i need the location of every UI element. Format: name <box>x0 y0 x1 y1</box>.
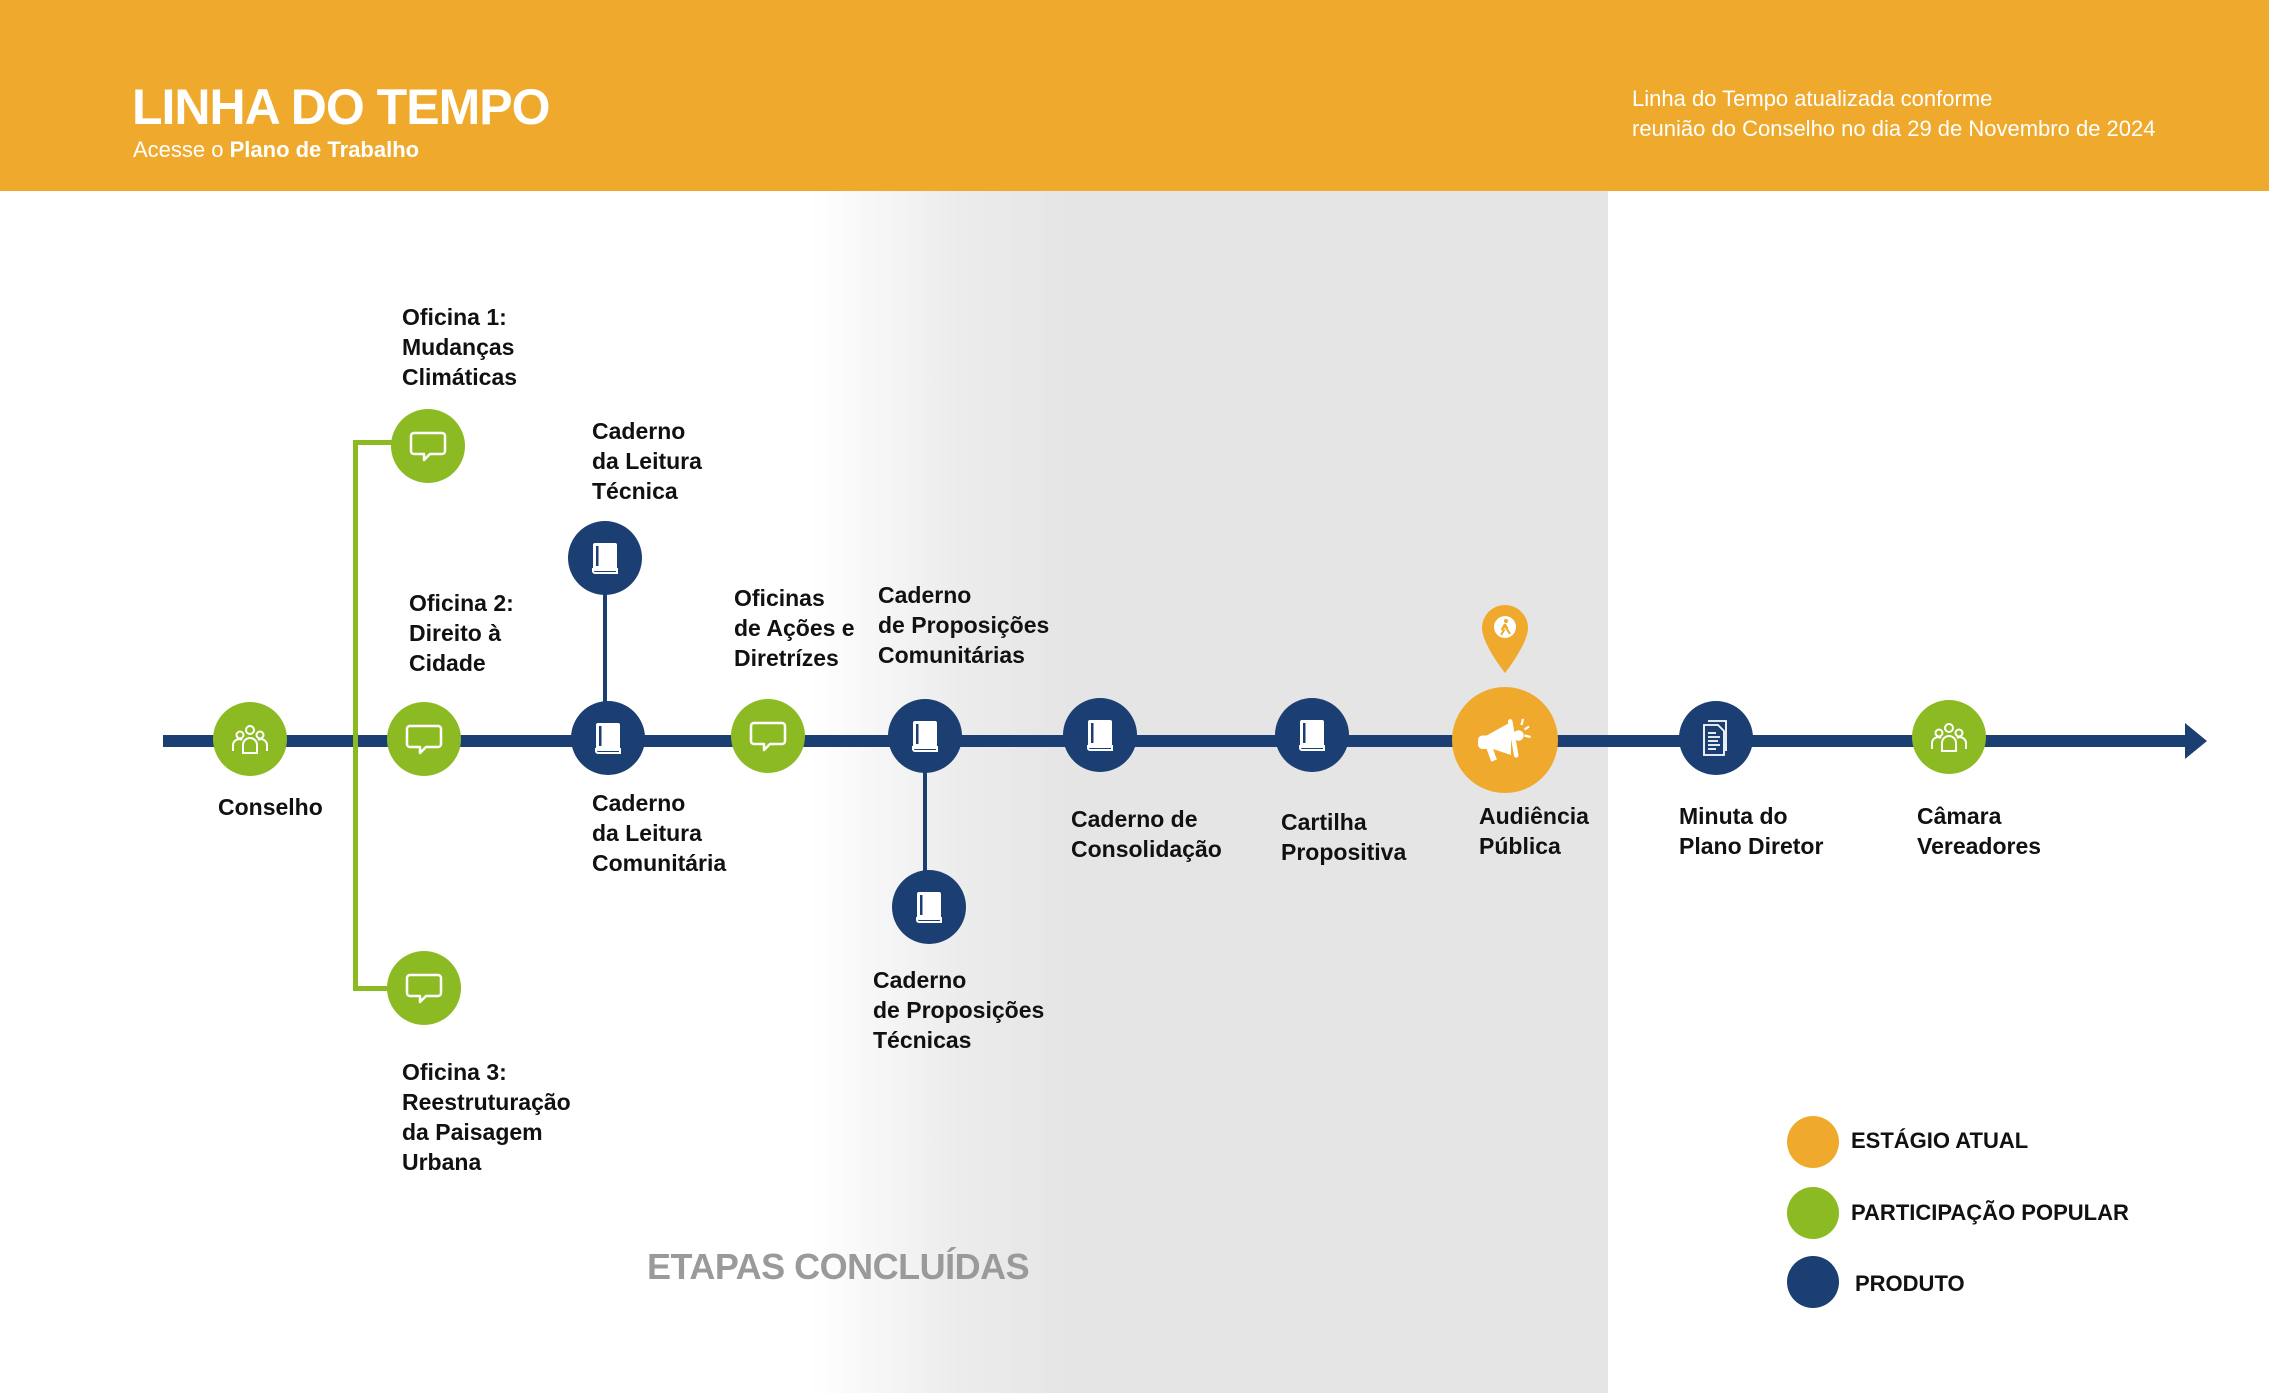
node-minuta[interactable] <box>1679 701 1753 775</box>
label-audiencia: Audiência Pública <box>1479 803 1589 859</box>
node-leitura-tecnica[interactable] <box>568 521 642 595</box>
node-oficina-2[interactable] <box>387 702 461 776</box>
legend-label-current: ESTÁGIO ATUAL <box>1851 1128 2029 1153</box>
node-oficina-1[interactable] <box>391 409 465 483</box>
megaphone-icon <box>1472 707 1538 773</box>
people-icon <box>1927 715 1971 759</box>
label-oficina-2: Oficina 2: Direito à Cidade <box>409 590 514 676</box>
subtitle-prefix: Acesse o <box>133 137 230 162</box>
label-leitura-comunitaria: Caderno da Leitura Comunitária <box>592 790 727 876</box>
timeline-axis <box>163 735 2193 747</box>
timeline-arrow-icon <box>2185 723 2207 759</box>
node-audiencia-publica[interactable] <box>1452 687 1558 793</box>
connector-proposicoes <box>923 740 927 880</box>
legend-label-participation: PARTICIPAÇÃO POPULAR <box>1851 1200 2129 1225</box>
label-camara: Câmara Vereadores <box>1917 803 2042 859</box>
completed-stages-label: ETAPAS CONCLUÍDAS <box>647 1246 1030 1287</box>
node-oficinas-acoes[interactable] <box>731 699 805 773</box>
connector-leitura <box>603 590 607 740</box>
update-note: Linha do Tempo atualizada conforme reuni… <box>1632 86 2156 141</box>
node-camara[interactable] <box>1912 700 1986 774</box>
people-icon <box>228 717 272 761</box>
legend-swatch-current <box>1787 1116 1839 1168</box>
label-oficinas-acoes: Oficinas de Ações e Diretrízes <box>734 585 855 671</box>
header-banner: LINHA DO TEMPO Acesse o Plano de Trabalh… <box>0 0 2269 191</box>
label-leitura-tecnica: Caderno da Leitura Técnica <box>592 418 702 504</box>
chat-icon <box>746 714 790 758</box>
subtitle: Acesse o Plano de Trabalho <box>133 137 419 163</box>
label-proposicoes-tecnicas: Caderno de Proposições Técnicas <box>873 967 1045 1053</box>
legend-label-product: PRODUTO <box>1855 1271 1965 1296</box>
current-location-pin-icon <box>1482 605 1528 673</box>
book-icon <box>1078 713 1122 757</box>
page-title: LINHA DO TEMPO <box>132 79 550 135</box>
label-oficina-1: Oficina 1: Mudanças Climáticas <box>402 304 518 390</box>
chat-icon <box>402 717 446 761</box>
book-icon <box>583 536 627 580</box>
chat-icon <box>406 424 450 468</box>
legend-swatch-product <box>1787 1256 1839 1308</box>
label-cartilha: Cartilha Propositiva <box>1281 809 1407 865</box>
label-consolidacao: Caderno de Consolidação <box>1071 806 1222 862</box>
node-proposicoes-comunitarias[interactable] <box>888 699 962 773</box>
node-leitura-comunitaria[interactable] <box>571 701 645 775</box>
oficinas-bracket-bottom <box>353 986 413 991</box>
label-oficina-3: Oficina 3: Reestruturação da Paisagem Ur… <box>402 1059 571 1175</box>
book-icon <box>907 885 951 929</box>
node-consolidacao[interactable] <box>1063 698 1137 772</box>
node-proposicoes-tecnicas[interactable] <box>892 870 966 944</box>
node-cartilha[interactable] <box>1275 698 1349 772</box>
document-icon <box>1694 716 1738 760</box>
book-icon <box>586 716 630 760</box>
node-conselho[interactable] <box>213 702 287 776</box>
oficinas-bracket-top <box>353 440 413 445</box>
completed-stages-band <box>810 191 1608 1393</box>
oficinas-bracket-vertical <box>353 440 358 991</box>
book-icon <box>903 714 947 758</box>
book-icon <box>1290 713 1334 757</box>
plano-de-trabalho-link[interactable]: Plano de Trabalho <box>229 137 420 162</box>
legend-swatch-participation <box>1787 1187 1839 1239</box>
label-minuta: Minuta do Plano Diretor <box>1679 803 1824 859</box>
chat-icon <box>402 966 446 1010</box>
label-proposicoes-comunitarias: Caderno de Proposições Comunitárias <box>878 582 1050 668</box>
node-oficina-3[interactable] <box>387 951 461 1025</box>
label-conselho: Conselho <box>218 794 323 820</box>
